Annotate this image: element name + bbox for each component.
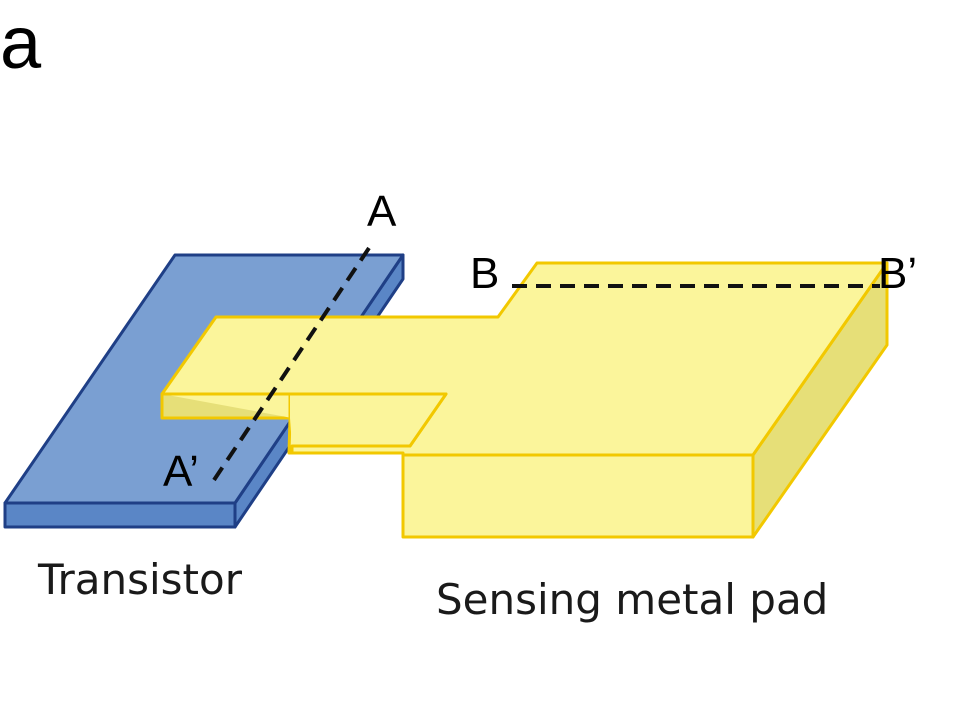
- metal-notch-contour: [290, 392, 448, 455]
- caption-metal-pad: Sensing metal pad: [436, 575, 828, 624]
- point-label-a-prime: A’: [163, 447, 199, 496]
- metal-notch-wall: [290, 394, 446, 446]
- point-label-b-prime: B’: [878, 249, 917, 298]
- caption-transistor: Transistor: [37, 555, 243, 604]
- metal-pad: [160, 261, 889, 539]
- panel-letter: a: [0, 1, 42, 84]
- point-label-a: A: [367, 187, 397, 236]
- point-label-b: B: [470, 249, 499, 298]
- pad-front-face: [401, 453, 755, 539]
- transistor-front-face: [3, 501, 237, 529]
